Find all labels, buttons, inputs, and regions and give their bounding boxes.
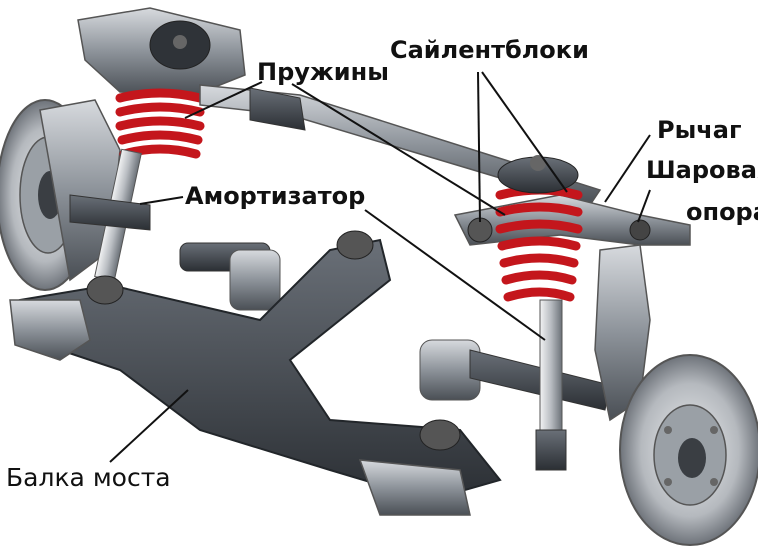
axle-beam <box>9 230 502 516</box>
leader-springs-right <box>291 83 506 216</box>
leader-bushings-left <box>477 71 481 223</box>
leader-shock-left <box>139 196 184 205</box>
left-coil-spring <box>115 88 205 159</box>
left-drive-shaft <box>69 194 281 311</box>
leader-ball-joint <box>637 189 651 223</box>
right-control-arm <box>453 194 691 246</box>
right-brake-disc <box>619 354 758 546</box>
label-bushings: Сайлентблоки <box>390 36 589 64</box>
leader-lines <box>109 71 651 463</box>
label-axle-beam: Балка моста <box>6 463 171 492</box>
label-ball-joint-line2: опора <box>686 198 758 226</box>
leader-bushings-right <box>481 71 568 193</box>
leader-arm <box>604 134 651 203</box>
right-drive-shaft <box>419 339 611 411</box>
right-strut-top <box>497 155 579 194</box>
label-control-arm: Рычаг <box>657 116 742 144</box>
label-ball-joint-line1: Шаровая <box>646 156 758 184</box>
leader-shock-right <box>364 209 546 341</box>
left-brake-disc <box>0 99 121 291</box>
label-shock-absorber: Амортизатор <box>185 182 366 210</box>
right-shock-absorber <box>535 299 567 471</box>
leader-springs-left <box>184 81 263 119</box>
left-strut-mount <box>77 7 246 96</box>
leader-beam <box>109 389 189 463</box>
right-coil-spring <box>495 185 583 302</box>
label-springs: Пружины <box>257 58 389 86</box>
